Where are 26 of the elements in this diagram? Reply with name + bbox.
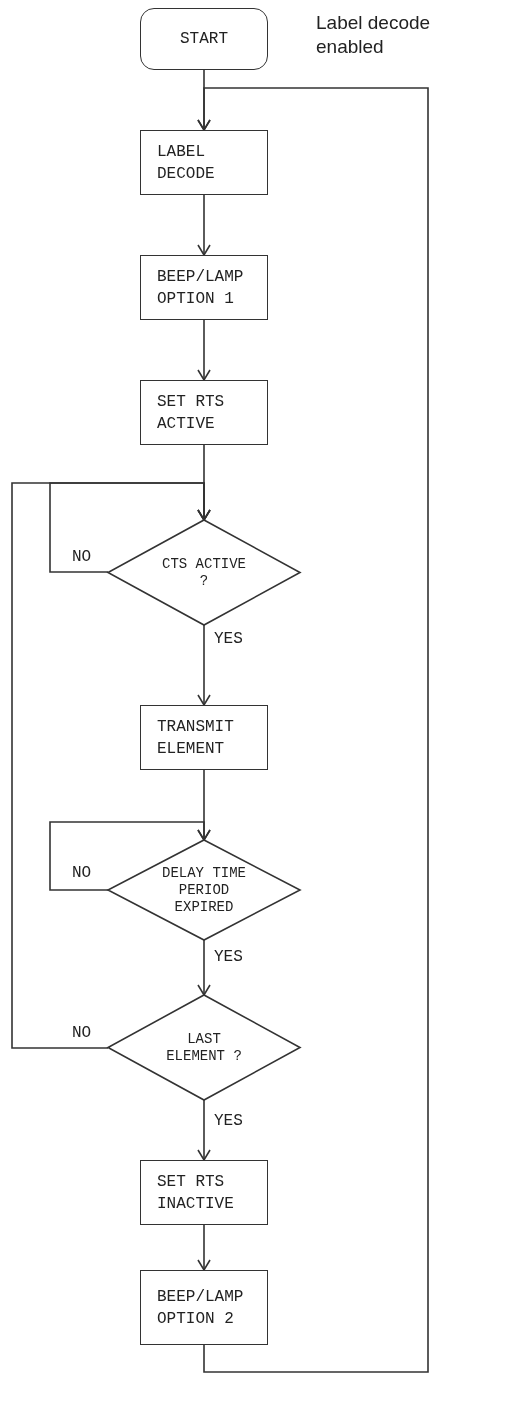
arrow — [197, 939, 211, 996]
box-text: BEEP/LAMP OPTION 2 — [157, 1286, 245, 1330]
arrow — [197, 1099, 211, 1161]
box-text: BEEP/LAMP OPTION 1 — [157, 266, 245, 310]
arrow — [197, 87, 429, 1373]
arrow — [197, 194, 211, 256]
note-text: Label decode enabled — [316, 11, 432, 59]
box-text: SET RTS INACTIVE — [157, 1171, 235, 1215]
decision-text: DELAY TIME PERIOD EXPIRED — [161, 864, 247, 916]
process-box — [140, 1160, 268, 1225]
arrow — [197, 319, 211, 381]
box-text: START — [180, 29, 228, 50]
box-text: LABEL DECODE — [157, 141, 216, 185]
arrow — [197, 624, 211, 706]
process-box — [140, 380, 268, 445]
process-box — [140, 255, 268, 320]
box-text: SET RTS ACTIVE — [157, 391, 226, 435]
arrow — [11, 482, 211, 1049]
decision-text: LAST ELEMENT ? — [165, 1030, 243, 1065]
process-box — [140, 130, 268, 195]
arrow — [197, 1224, 211, 1271]
decision-text: CTS ACTIVE ? — [161, 555, 247, 590]
box-text: TRANSMIT ELEMENT — [157, 716, 235, 760]
process-box — [140, 705, 268, 770]
arrow — [49, 821, 211, 891]
process-box — [140, 1270, 268, 1345]
